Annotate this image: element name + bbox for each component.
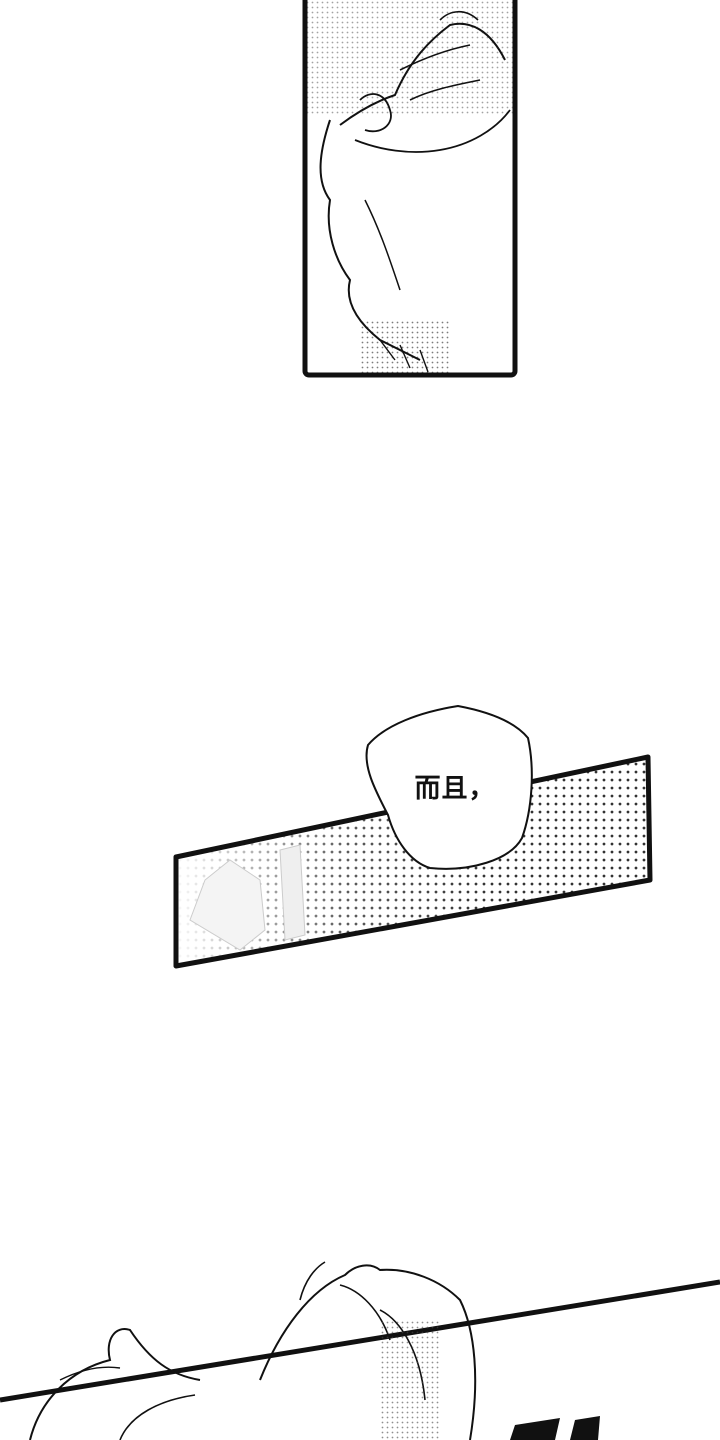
panel-hands [302, 0, 518, 378]
speech-bubble [365, 704, 533, 870]
panel-characters [0, 1261, 720, 1440]
speech-bubble-text: 而且， [414, 774, 496, 804]
